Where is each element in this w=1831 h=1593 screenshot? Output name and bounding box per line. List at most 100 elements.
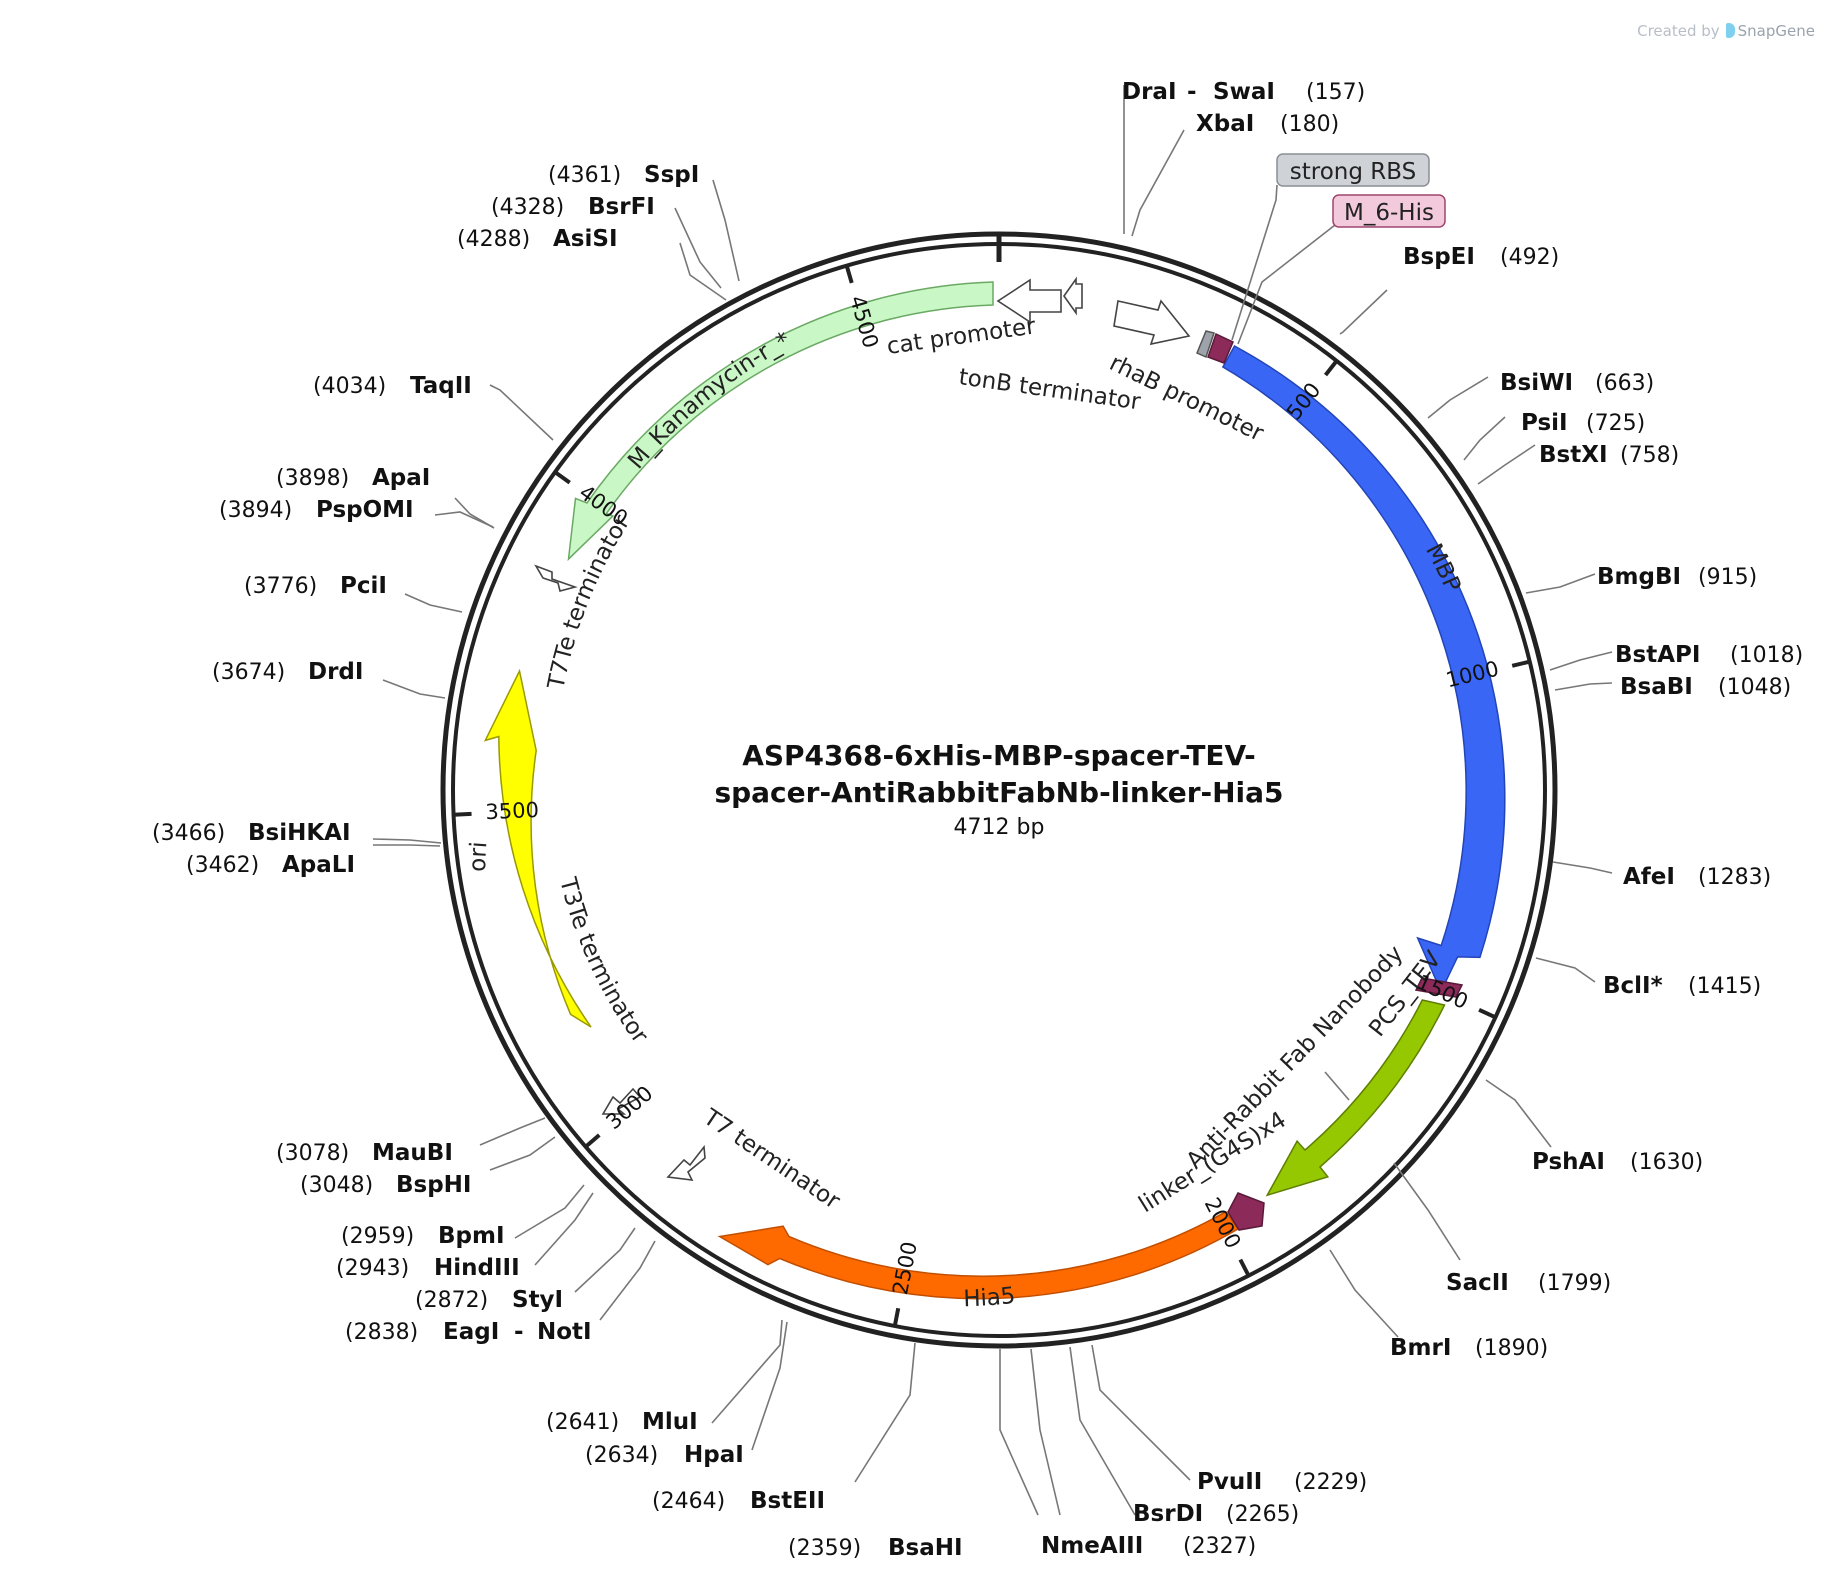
enzyme-name-bsteii: BstEII: [750, 1488, 825, 1514]
feature-rhab-promoter-arrow[interactable]: [1113, 299, 1191, 346]
enzyme-pshai[interactable]: PshAI (1630): [1532, 1149, 1703, 1175]
kanamycin-label: M_Kanamycin-r_*: [623, 327, 794, 474]
feature-cat-promoter-arrow[interactable]: [996, 278, 1062, 324]
enzyme-pos-hpai: (2634): [585, 1443, 658, 1468]
enzyme-name-swai: SwaI: [1213, 79, 1275, 105]
enzyme-pcii[interactable]: (3776) PciI: [244, 573, 387, 599]
feature-antirabbit-arrow[interactable]: [1265, 999, 1446, 1197]
enzyme-name-bpmi: BpmI: [438, 1223, 505, 1249]
enzyme-bstxi[interactable]: BstXI (758): [1539, 442, 1679, 468]
enzyme-hindiii[interactable]: (2943) HindIII: [336, 1255, 520, 1281]
feature-kanamycin-arrow[interactable]: [567, 281, 994, 562]
enzyme-hpai[interactable]: (2634) HpaI: [585, 1442, 744, 1468]
enzyme-bmri[interactable]: BmrI (1890): [1390, 1335, 1548, 1361]
feature-t7-terminator-arrow[interactable]: [666, 1144, 706, 1181]
snapgene-logo-icon: [1725, 23, 1735, 38]
enzyme-pvuii[interactable]: PvuII (2229): [1197, 1469, 1367, 1495]
feature-linker[interactable]: [1227, 1192, 1265, 1231]
callout-strong-rbs[interactable]: strong RBS: [1276, 153, 1430, 187]
6his-badge: [1332, 194, 1446, 228]
enzyme-bsahi[interactable]: (2359) BsaHI: [788, 1535, 963, 1561]
enzyme-bsabi[interactable]: BsaBI (1048): [1620, 674, 1791, 700]
enzyme-pos-bpmi: (2959): [341, 1224, 414, 1249]
enzyme-eagi-noti[interactable]: (2838) EagI - NotI: [345, 1319, 592, 1345]
enzyme-pos-xbai: (180): [1280, 112, 1339, 137]
feature-t7te-terminator-arrow[interactable]: [534, 564, 578, 592]
tick-mark: [892, 1307, 901, 1327]
feature-tonb-terminator-arrow[interactable]: [1063, 276, 1083, 316]
enzyme-bsphi[interactable]: (3048) BspHI: [300, 1172, 472, 1198]
enzyme-mlui[interactable]: (2641) MluI: [546, 1409, 698, 1435]
tick-mark: [1511, 659, 1531, 668]
feature-ori-arrow[interactable]: [483, 668, 592, 1028]
cat-promoter-label: cat promoter: [885, 313, 1037, 360]
enzyme-bcli[interactable]: BclI* (1415): [1603, 973, 1761, 999]
feature-strong-rbs[interactable]: [1196, 330, 1215, 359]
enzyme-name-bcli: BclI*: [1603, 973, 1663, 999]
enzyme-pos-nmeaiii: (2327): [1183, 1534, 1256, 1559]
enzyme-apali[interactable]: (3462) ApaLI: [186, 852, 355, 878]
strong-rbs-leader: [1231, 184, 1278, 341]
enzyme-sspi[interactable]: (4361) SspI: [548, 162, 699, 188]
enzyme-psii[interactable]: PsiI (725): [1521, 410, 1645, 436]
feature-t3te-terminator-arrow[interactable]: [601, 1087, 642, 1115]
enzyme-maubi[interactable]: (3078) MauBI: [276, 1140, 453, 1166]
enzyme-name-bmri: BmrI: [1390, 1335, 1451, 1361]
enzyme-asisi[interactable]: (4288) AsiSI: [457, 226, 618, 252]
enzyme-name-noti: NotI: [537, 1319, 592, 1345]
feature-6his[interactable]: [1207, 332, 1234, 364]
enzyme-name-bsabi: BsaBI: [1620, 674, 1693, 700]
enzyme-taqii[interactable]: (4034) TaqII: [313, 373, 472, 399]
enzyme-styi[interactable]: (2872) StyI: [415, 1287, 563, 1313]
6his-label: M_6-His: [1344, 200, 1434, 226]
6his-leader: [1237, 224, 1336, 345]
tick-mark: [1238, 1258, 1251, 1277]
enzyme-bsiwi[interactable]: BsiWI (663): [1500, 370, 1654, 396]
tick-mark: [584, 1133, 601, 1149]
enzyme-bsihkai[interactable]: (3466) BsiHKAI: [152, 820, 351, 846]
feature-arrows: [483, 184, 1506, 1300]
enzyme-pos-sacii: (1799): [1538, 1271, 1611, 1296]
enzyme-name-eagi: EagI: [443, 1319, 499, 1345]
enzyme-pspomi[interactable]: (3894) PspOMI: [219, 497, 414, 523]
enzyme-name-nmeaiii: NmeAIII: [1041, 1533, 1143, 1559]
hia5-label: Hia5: [963, 1283, 1017, 1313]
enzyme-bpmi[interactable]: (2959) BpmI: [341, 1223, 505, 1249]
enzyme-pos-pvuii: (2229): [1294, 1470, 1367, 1495]
enzyme-name-xbai: XbaI: [1196, 111, 1254, 137]
enzyme-bsteii[interactable]: (2464) BstEII: [652, 1488, 825, 1514]
enzyme-pos-pspomi: (3894): [219, 498, 292, 523]
enzyme-apai[interactable]: (3898) ApaI: [276, 465, 430, 491]
enzyme-pos-bsrdi: (2265): [1226, 1502, 1299, 1527]
feature-hia5-arrow[interactable]: [717, 1210, 1240, 1300]
enzyme-bspei[interactable]: BspEI (492): [1403, 244, 1559, 270]
enzyme-name-bsahi: BsaHI: [888, 1535, 963, 1561]
enzyme-name-bsrfi: BsrFI: [588, 194, 655, 220]
enzyme-pos-drdi: (3674): [212, 660, 285, 685]
enzyme-drdi[interactable]: (3674) DrdI: [212, 659, 363, 685]
enzyme-leaders: [372, 85, 1613, 1516]
enzyme-bsrfi[interactable]: (4328) BsrFI: [491, 194, 655, 220]
enzyme-draI-swaI[interactable]: DraI - SwaI (157): [1122, 79, 1365, 105]
enzyme-pos-bsabi: (1048): [1718, 675, 1791, 700]
enzyme-sacii[interactable]: SacII (1799): [1446, 1270, 1611, 1296]
enzyme-bmgbi[interactable]: BmgBI (915): [1597, 564, 1757, 590]
feature-pcs-tev[interactable]: [1414, 977, 1464, 998]
enzyme-name-asisi: AsiSI: [553, 226, 618, 252]
enzyme-afei[interactable]: AfeI (1283): [1623, 864, 1771, 890]
enzyme-name-taqii: TaqII: [410, 373, 472, 399]
callout-6his[interactable]: M_6-His: [1332, 194, 1446, 228]
enzyme-name-bsrdi: BsrDI: [1133, 1501, 1203, 1527]
tick-mark: [553, 470, 571, 485]
enzyme-separator: -: [1187, 79, 1197, 105]
enzyme-xbai[interactable]: XbaI (180): [1196, 111, 1339, 137]
enzyme-name-pshai: PshAI: [1532, 1149, 1605, 1175]
enzyme-bsrdi[interactable]: BsrDI (2265): [1133, 1501, 1299, 1527]
strong-rbs-badge: [1276, 153, 1430, 187]
enzyme-pos-apali: (3462): [186, 853, 259, 878]
tick-mark: [844, 265, 854, 284]
enzyme-name-drdi: DrdI: [308, 659, 363, 685]
enzyme-nmeaiii[interactable]: NmeAIII (2327): [1041, 1533, 1256, 1559]
enzyme-name-apali: ApaLI: [282, 852, 355, 878]
enzyme-bstapi[interactable]: BstAPI (1018): [1615, 642, 1803, 668]
